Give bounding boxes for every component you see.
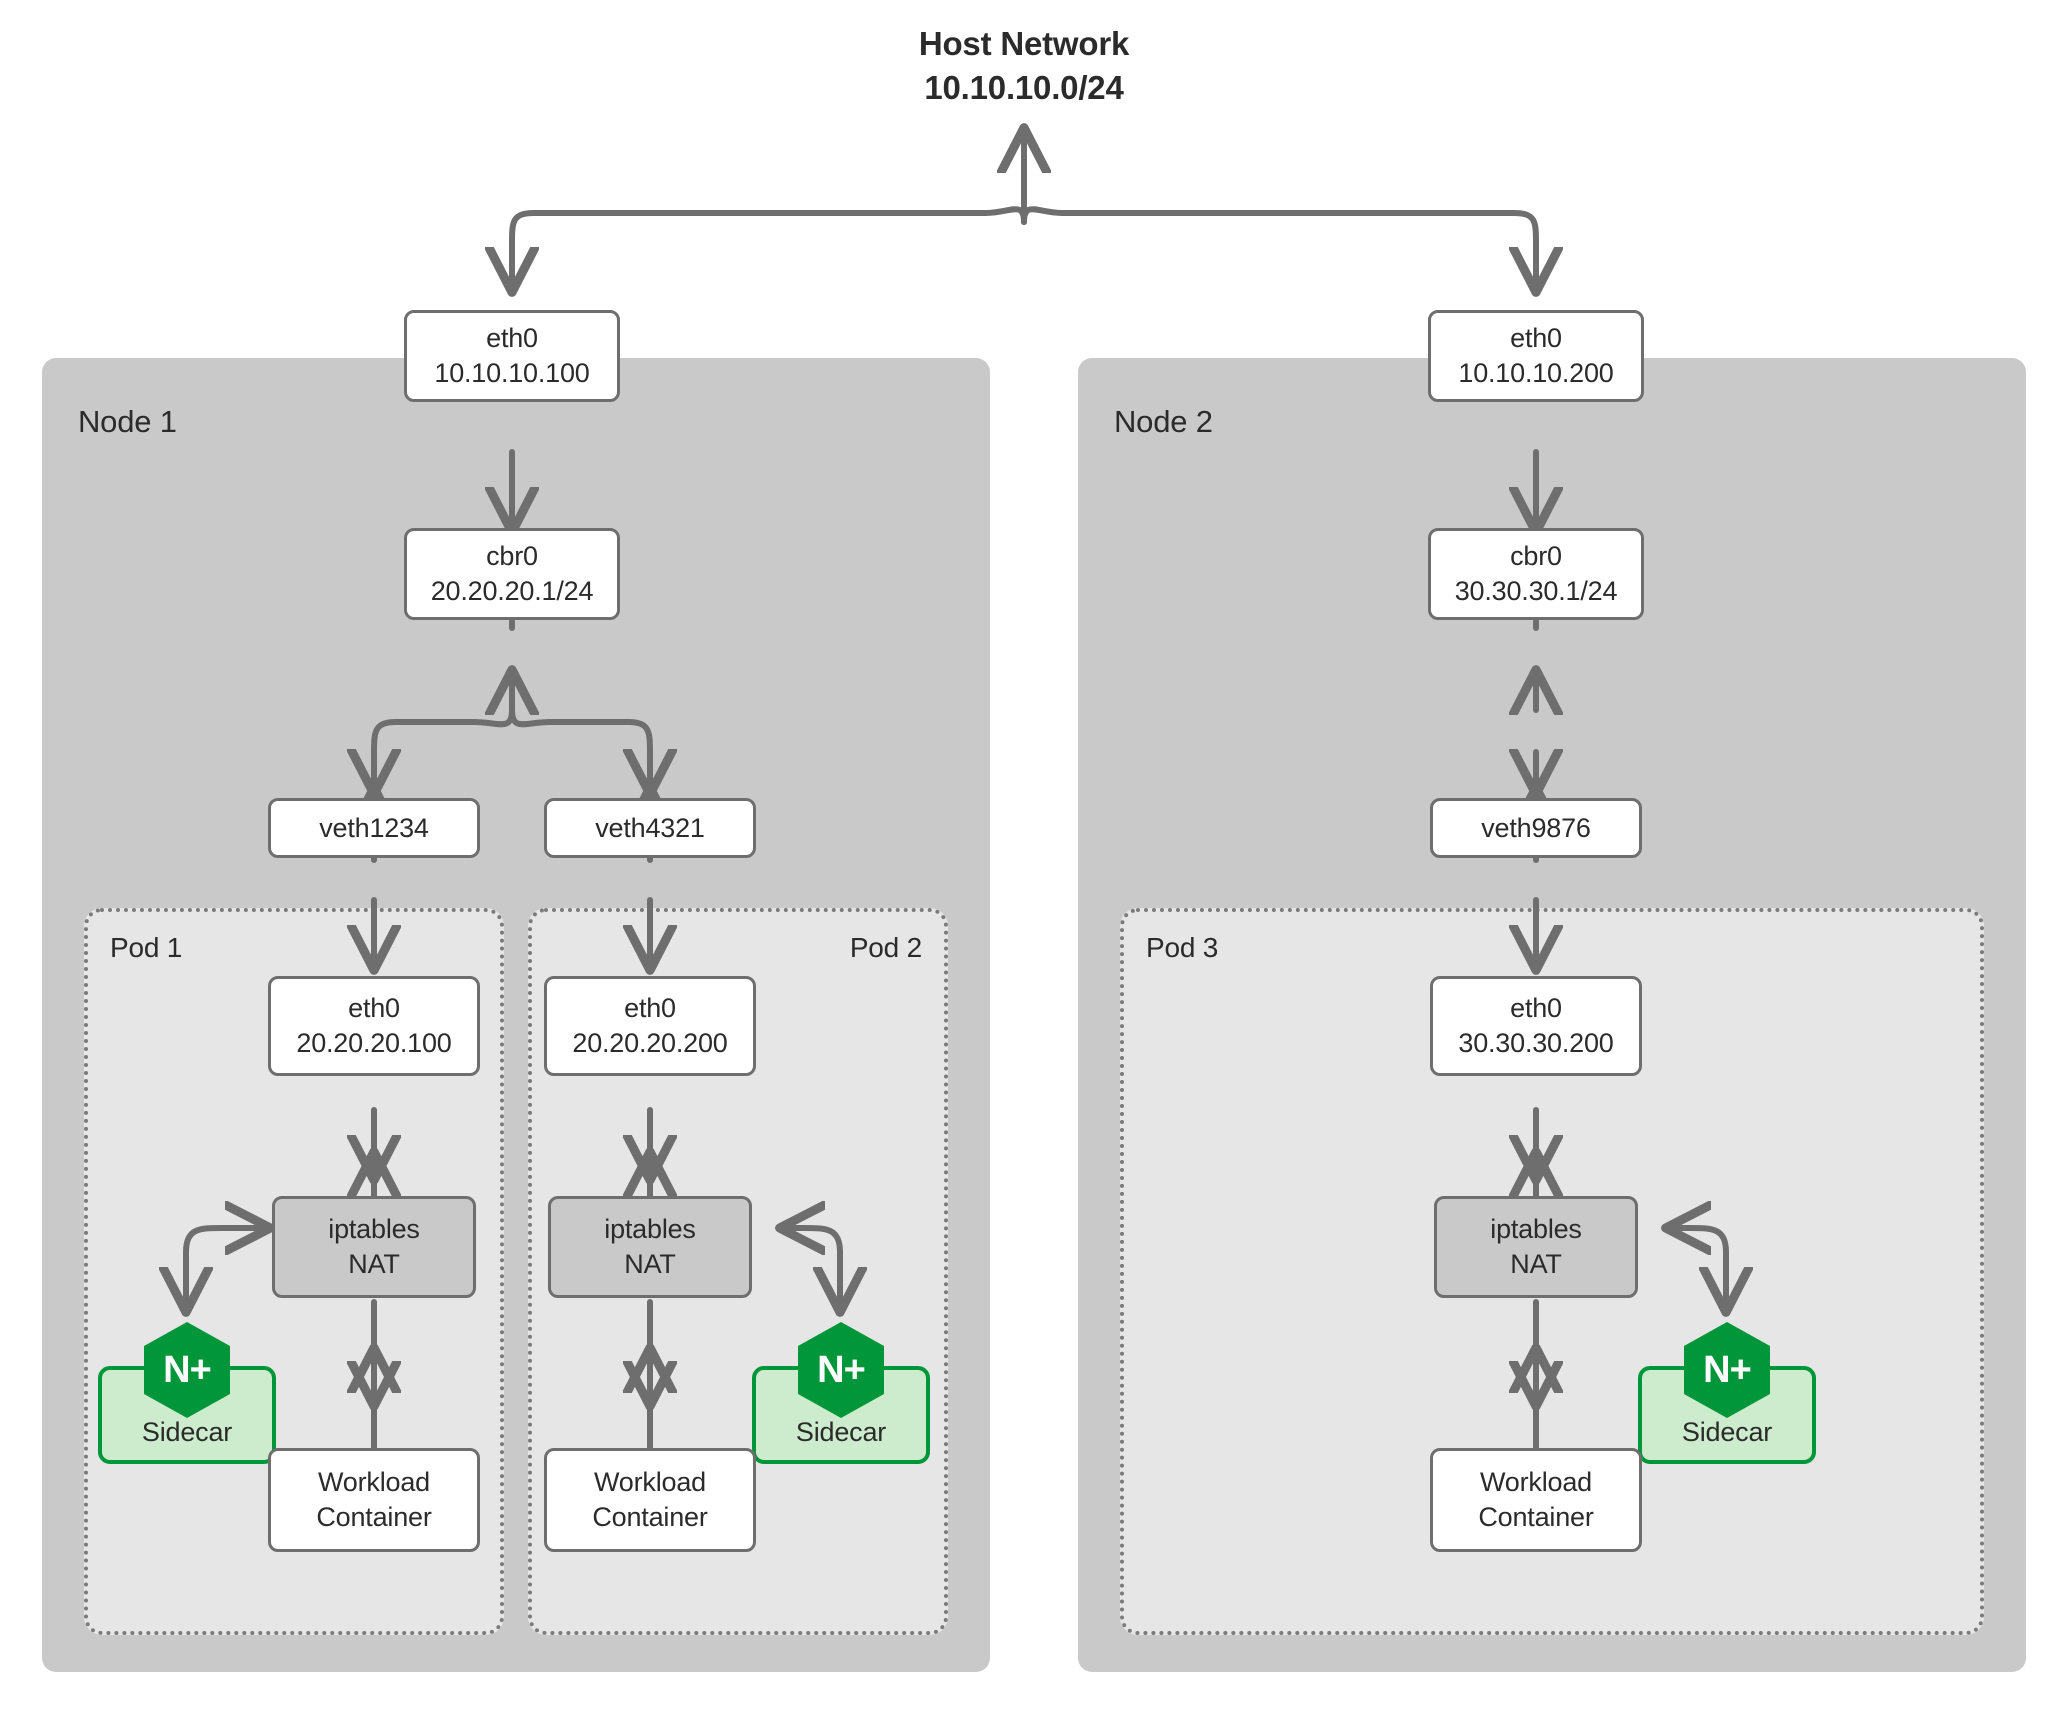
node-2-cbr0-ip: 30.30.30.1/24 — [1454, 576, 1618, 606]
pod-2-nplus-glyph: N+ — [817, 1348, 866, 1391]
node-1-veth4321-box[interactable]: veth4321 — [544, 798, 756, 858]
node-1-cbr0-ip: 20.20.20.1/24 — [430, 576, 594, 606]
pod-2-eth0-ip: 20.20.20.200 — [572, 1028, 728, 1058]
pod-2-nat-line1: iptables — [604, 1214, 696, 1245]
node-2-veth9876-label: veth9876 — [1481, 812, 1591, 843]
pod-3-eth0-box[interactable]: eth0 30.30.30.200 — [1430, 976, 1642, 1076]
pod-2-workload-line1: Workload — [594, 1467, 706, 1498]
pod-2-label: Pod 2 — [849, 932, 922, 963]
pod-3-nat-line2: NAT — [1510, 1249, 1562, 1279]
node-1-veth4321-label: veth4321 — [595, 812, 705, 843]
pod-1-eth0-box[interactable]: eth0 20.20.20.100 — [268, 976, 480, 1076]
pod-3-workload-line1: Workload — [1480, 1467, 1592, 1498]
pod-1-eth0-ip: 20.20.20.100 — [296, 1028, 452, 1058]
node-1-eth0-name: eth0 — [486, 323, 538, 354]
node-1-eth0-box[interactable]: eth0 10.10.10.100 — [404, 310, 620, 402]
pod-3-sidecar-label: Sidecar — [1681, 1417, 1773, 1447]
node-2-cbr0-name: cbr0 — [1510, 541, 1562, 572]
node-1-cbr0-name: cbr0 — [486, 541, 538, 572]
pod-2-nat-line2: NAT — [624, 1249, 676, 1279]
pod-1-nplus-glyph: N+ — [163, 1348, 212, 1391]
node-2-eth0-name: eth0 — [1510, 323, 1562, 354]
pod-1-sidecar-label: Sidecar — [141, 1417, 233, 1447]
host-network-title: Host Network 10.10.10.0/24 — [0, 22, 2048, 110]
pod-1-workload-line2: Container — [316, 1502, 432, 1532]
pod-3-iptables-nat-box[interactable]: iptables NAT — [1434, 1196, 1638, 1298]
pod-3-label: Pod 3 — [1146, 932, 1219, 963]
pod-3-workload-line2: Container — [1478, 1502, 1594, 1532]
pod-3-nplus-glyph: N+ — [1703, 1348, 1752, 1391]
node-1-label: Node 1 — [78, 404, 177, 439]
host-network-cidr: 10.10.10.0/24 — [924, 68, 1124, 106]
pod-1-nat-line2: NAT — [348, 1249, 400, 1279]
pod-3-nginx-plus-icon: N+ — [1684, 1322, 1770, 1418]
pod-2-sidecar-label: Sidecar — [795, 1417, 887, 1447]
node-2-eth0-ip: 10.10.10.200 — [1458, 358, 1614, 388]
node-1-eth0-ip: 10.10.10.100 — [434, 358, 590, 388]
pod-1-nat-line1: iptables — [328, 1214, 420, 1245]
pod-2-eth0-box[interactable]: eth0 20.20.20.200 — [544, 976, 756, 1076]
node-2-veth9876-box[interactable]: veth9876 — [1430, 798, 1642, 858]
pod-3-eth0-name: eth0 — [1510, 993, 1562, 1024]
pod-3-workload-container-box[interactable]: Workload Container — [1430, 1448, 1642, 1552]
host-network-name: Host Network — [918, 25, 1130, 62]
node-1-veth1234-box[interactable]: veth1234 — [268, 798, 480, 858]
pod-1-workload-line1: Workload — [318, 1467, 430, 1498]
node-2-cbr0-box[interactable]: cbr0 30.30.30.1/24 — [1428, 528, 1644, 620]
node-2-label: Node 2 — [1114, 404, 1213, 439]
pod-3-nat-line1: iptables — [1490, 1214, 1582, 1245]
node-2-eth0-box[interactable]: eth0 10.10.10.200 — [1428, 310, 1644, 402]
pod-2-eth0-name: eth0 — [624, 993, 676, 1024]
pod-2-workload-container-box[interactable]: Workload Container — [544, 1448, 756, 1552]
pod-1-workload-container-box[interactable]: Workload Container — [268, 1448, 480, 1552]
pod-2-workload-line2: Container — [592, 1502, 708, 1532]
pod-1-eth0-name: eth0 — [348, 993, 400, 1024]
pod-2-iptables-nat-box[interactable]: iptables NAT — [548, 1196, 752, 1298]
pod-1-iptables-nat-box[interactable]: iptables NAT — [272, 1196, 476, 1298]
pod-3-eth0-ip: 30.30.30.200 — [1458, 1028, 1614, 1058]
node-1-veth1234-label: veth1234 — [319, 812, 429, 843]
node-1-cbr0-box[interactable]: cbr0 20.20.20.1/24 — [404, 528, 620, 620]
pod-1-label: Pod 1 — [110, 932, 183, 963]
